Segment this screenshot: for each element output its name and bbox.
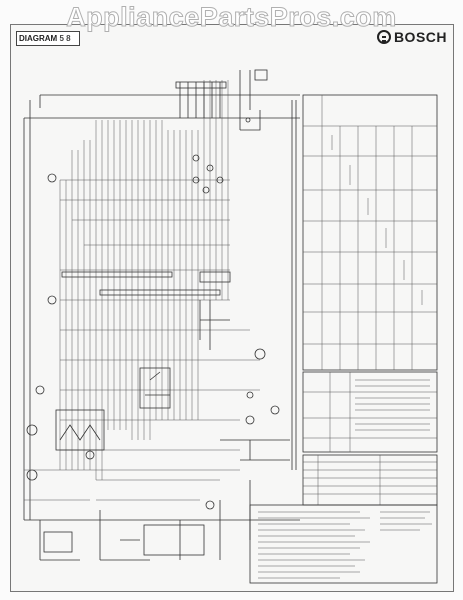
wire-color-legend xyxy=(302,454,438,506)
brand-name: BOSCH xyxy=(393,29,447,45)
main-bus-wires xyxy=(23,94,300,521)
cross-wires xyxy=(60,179,260,501)
bosch-ring-icon xyxy=(376,30,391,44)
diagram-number: 5 8 xyxy=(59,34,71,43)
thermostat-components xyxy=(139,300,290,461)
diagram-number-box: DIAGRAM 5 8 xyxy=(16,31,80,46)
motor-components xyxy=(26,173,215,556)
diagram-label: DIAGRAM xyxy=(19,34,58,43)
switch-bank xyxy=(175,81,227,194)
lower-wiring xyxy=(24,469,251,561)
relay-component xyxy=(239,69,268,131)
switch-code-table xyxy=(302,371,438,453)
connector-blocks xyxy=(61,271,231,296)
wiring-chart-table xyxy=(302,94,438,371)
brand-logo: BOSCH xyxy=(376,28,447,46)
component-symbol-list xyxy=(249,504,438,584)
watermark-text: AppliancePartsPros.com xyxy=(66,2,397,33)
